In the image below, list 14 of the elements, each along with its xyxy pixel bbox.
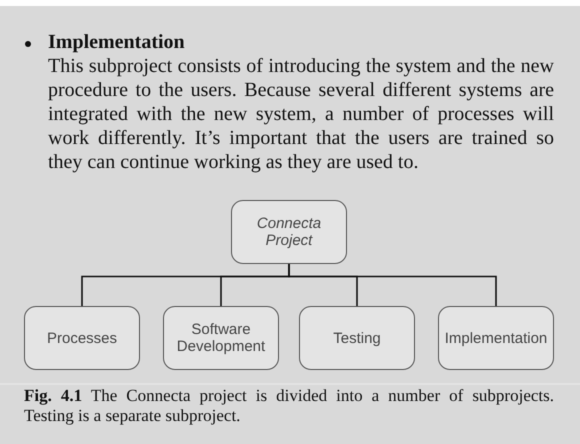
box-label: Testing [333, 330, 381, 346]
section-heading: Implementation [48, 30, 185, 54]
box-label: Connecta Project [256, 215, 322, 249]
box-label: Software Development [176, 321, 266, 355]
subproject-box [24, 306, 140, 370]
connector-line [288, 264, 497, 306]
box-label: Implementation [444, 330, 548, 346]
figure-caption: Fig. 4.1 The Connecta project is divided into a number of subprojects. Testing is a separate subproject. [24, 386, 554, 426]
box-label: Processes [46, 330, 118, 346]
project-box [231, 200, 347, 264]
subproject-box [438, 306, 554, 370]
body-paragraph: This subproject consists of introducing the system and the new procedure to the users. Because several different systems are integrated with the new system, a number of processes will work differently. It’s important that the users are trained so they can continue working as they are used to. [48, 54, 554, 174]
subproject-box [299, 306, 415, 370]
subproject-box [163, 306, 279, 370]
